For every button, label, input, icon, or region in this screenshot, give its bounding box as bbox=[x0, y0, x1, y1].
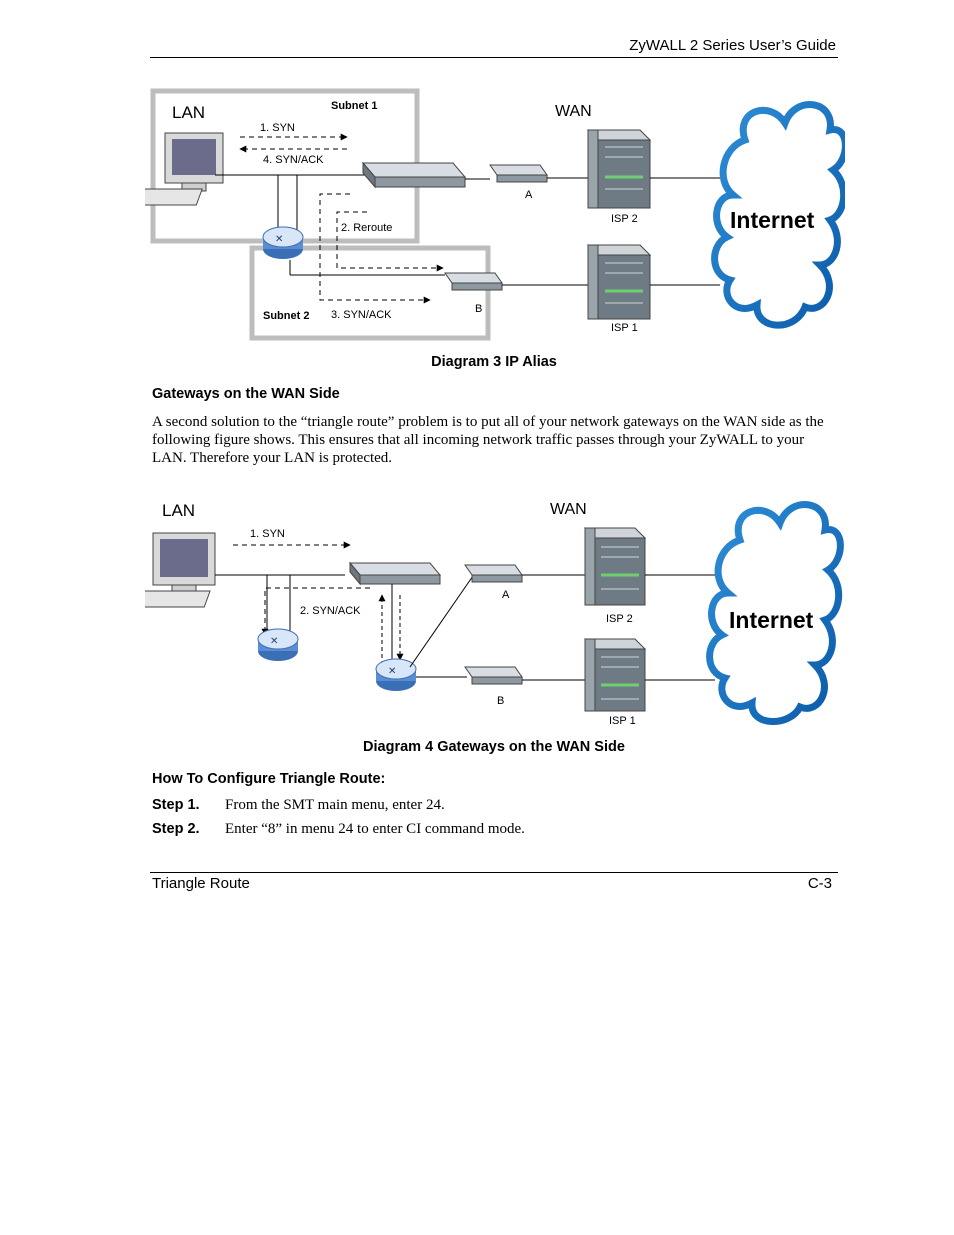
step-2-text: Enter “8” in menu 24 to enter CI command… bbox=[225, 821, 525, 837]
diagram-3-ip-alias: LAN Subnet 1 Subnet 2 WAN 1. SYN 4. SYN/… bbox=[145, 88, 845, 341]
subnet-2-label: Subnet 2 bbox=[263, 310, 309, 322]
header-rule bbox=[150, 57, 838, 58]
modem-b-icon bbox=[444, 272, 503, 291]
reroute-label: 2. Reroute bbox=[341, 222, 392, 234]
section-heading-gateways: Gateways on the WAN Side bbox=[152, 386, 340, 402]
router-icon: ✕ bbox=[262, 226, 304, 259]
zywall-device-icon bbox=[361, 161, 467, 189]
lan-router-icon: ✕ bbox=[257, 628, 299, 661]
subnet-2-box bbox=[249, 245, 491, 341]
section-heading-configure: How To Configure Triangle Route: bbox=[152, 771, 386, 787]
svg-text:✕: ✕ bbox=[270, 636, 278, 647]
lan-computer-icon bbox=[145, 132, 224, 206]
wan-label: WAN bbox=[550, 501, 587, 518]
isp-2-server-icon bbox=[583, 527, 647, 606]
lan-computer-icon bbox=[145, 532, 216, 608]
isp-1-server-icon bbox=[586, 244, 652, 320]
wan-label: WAN bbox=[555, 103, 592, 120]
isp-1-label: ISP 1 bbox=[609, 715, 636, 725]
internet-label: Internet bbox=[730, 207, 815, 233]
modem-a-label: A bbox=[502, 589, 510, 601]
syn-label: 1. SYN bbox=[260, 122, 295, 134]
modem-a-icon bbox=[464, 564, 523, 583]
isp-1-server-icon bbox=[583, 638, 647, 712]
header-title: ZyWALL 2 Series User’s Guide bbox=[629, 37, 836, 54]
synack-label: 2. SYN/ACK bbox=[300, 605, 361, 617]
isp-1-label: ISP 1 bbox=[611, 322, 638, 334]
modem-a-label: A bbox=[525, 189, 533, 201]
lan-label: LAN bbox=[172, 103, 205, 122]
internet-cloud-icon bbox=[706, 501, 844, 725]
isp-2-label: ISP 2 bbox=[606, 613, 633, 625]
syn-label: 1. SYN bbox=[250, 528, 285, 540]
modem-b-label: B bbox=[497, 695, 504, 707]
isp-2-label: ISP 2 bbox=[611, 213, 638, 225]
section-paragraph: A second solution to the “triangle route… bbox=[152, 414, 824, 466]
internet-cloud-icon bbox=[711, 101, 845, 329]
footer-page-number: C-3 bbox=[807, 875, 832, 892]
subnet-1-label: Subnet 1 bbox=[331, 100, 377, 112]
internet-label: Internet bbox=[729, 607, 814, 633]
synack-4-label: 4. SYN/ACK bbox=[263, 154, 324, 166]
diagram-4-caption: Diagram 4 Gateways on the WAN Side bbox=[363, 739, 625, 755]
isp-2-server-icon bbox=[586, 129, 652, 209]
lan-label: LAN bbox=[162, 501, 195, 520]
wan-router-icon: ✕ bbox=[375, 658, 417, 691]
diagram-4-gateways-wan: LAN WAN 1. SYN 2. SYN/ACK ✕ ✕ bbox=[145, 501, 844, 725]
step-2-label: Step 2. bbox=[152, 821, 200, 837]
modem-a-icon bbox=[489, 164, 548, 183]
modem-b-label: B bbox=[475, 303, 482, 315]
svg-text:✕: ✕ bbox=[388, 666, 396, 677]
synack-3-label: 3. SYN/ACK bbox=[331, 309, 392, 321]
step-1-label: Step 1. bbox=[152, 797, 200, 813]
zywall-device-icon bbox=[348, 561, 442, 586]
svg-text:✕: ✕ bbox=[275, 234, 283, 245]
diagram-3-caption: Diagram 3 IP Alias bbox=[431, 354, 557, 370]
footer-rule bbox=[150, 872, 838, 873]
step-1-text: From the SMT main menu, enter 24. bbox=[225, 797, 445, 813]
modem-b-icon bbox=[464, 666, 523, 685]
footer-section-title: Triangle Route bbox=[152, 875, 250, 892]
